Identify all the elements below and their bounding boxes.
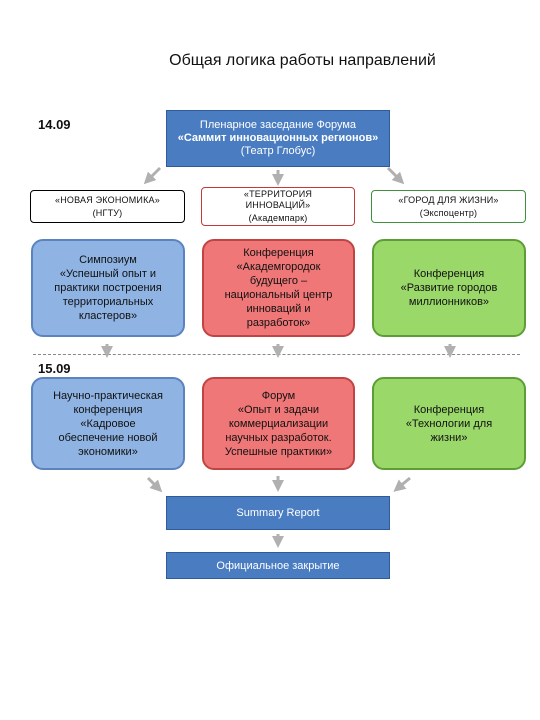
event-text: Форум «Опыт и задачи коммерциализации на…: [224, 389, 333, 458]
track-header-city-for-life: «ГОРОД ДЛЯ ЖИЗНИ» (Экспоцентр): [371, 190, 526, 223]
event-text: Конференция «Академгородок будущего – на…: [224, 247, 333, 329]
event-text: Симпозиум «Успешный опыт и практики пост…: [54, 254, 162, 322]
page-title: Общая логика работы направлений: [169, 52, 436, 69]
track-title: «ТЕРРИТОРИЯ ИННОВАЦИЙ»: [243, 189, 313, 210]
arrow-plenary-to-track3: [386, 166, 405, 185]
arrow-day2-col1-to-summary: [146, 476, 163, 493]
event-day1-cities-conference: Конференция «Развитие городов миллионник…: [372, 239, 526, 337]
date-day2: 15.09: [38, 361, 71, 376]
arrow-plenary-to-track1: [143, 166, 162, 185]
event-text: Конференция «Развитие городов миллионник…: [400, 268, 498, 308]
track-venue: (НГТУ): [92, 207, 123, 218]
event-text: Научно-практическая конференция «Кадрово…: [53, 389, 163, 458]
track-title: «НОВАЯ ЭКОНОМИКА»: [55, 194, 160, 205]
official-closing-box: Официальное закрытие: [166, 552, 390, 579]
event-day1-symposium: Симпозиум «Успешный опыт и практики пост…: [31, 239, 185, 337]
event-day2-scientific-conference: Научно-практическая конференция «Кадрово…: [31, 377, 185, 470]
track-header-new-economy: «НОВАЯ ЭКОНОМИКА» (НГТУ): [30, 190, 185, 223]
track-venue: (Академпарк): [248, 213, 308, 223]
plenary-line2: «Саммит инновационных регионов»: [177, 132, 379, 144]
date-day1: 14.09: [38, 117, 71, 132]
track-title: «ГОРОД ДЛЯ ЖИЗНИ»: [398, 194, 499, 205]
event-day2-forum: Форум «Опыт и задачи коммерциализации на…: [202, 377, 355, 470]
event-day1-akademgorodok-conference: Конференция «Академгородок будущего – на…: [202, 239, 355, 337]
plenary-line1: Пленарное заседание Форума: [199, 119, 357, 131]
summary-report-box: Summary Report: [166, 496, 390, 530]
track-venue: (Экспоцентр): [419, 207, 478, 218]
event-day2-technologies-conference: Конференция «Технологии для жизни»: [372, 377, 526, 470]
track-header-innovation-territory: «ТЕРРИТОРИЯ ИННОВАЦИЙ» (Академпарк): [201, 187, 355, 226]
plenary-line3: (Театр Глобус): [240, 145, 316, 157]
event-text: Конференция «Технологии для жизни»: [405, 403, 493, 444]
arrow-day2-col3-to-summary: [393, 476, 411, 492]
plenary-session-box: Пленарное заседание Форума «Саммит иннов…: [166, 110, 390, 167]
